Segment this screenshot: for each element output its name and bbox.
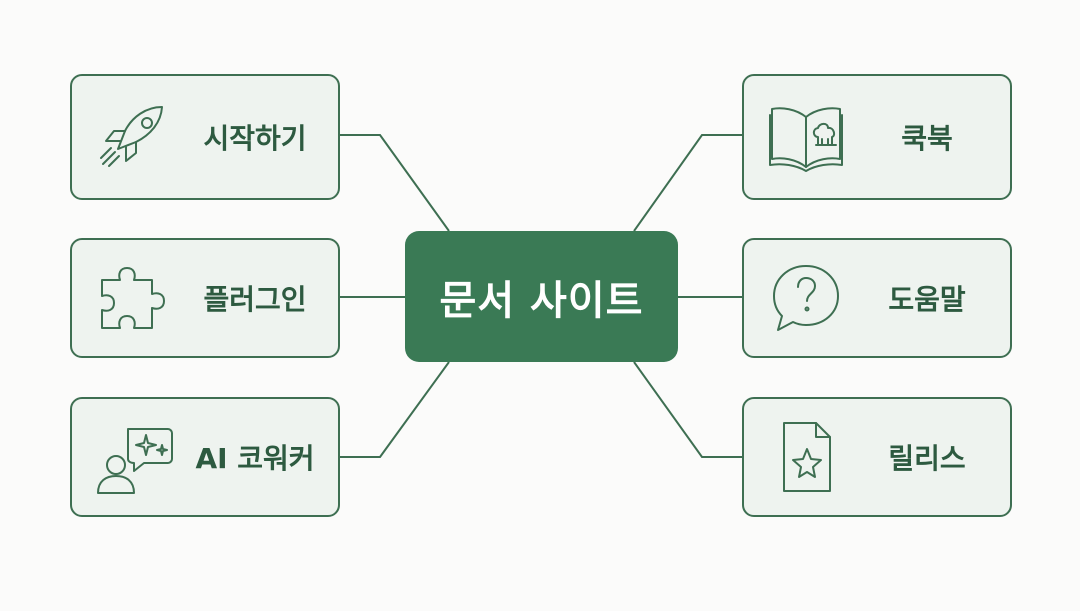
node-label: 쿡북: [901, 122, 953, 155]
connector-ai-coworker: [340, 361, 450, 458]
question-bubble-icon: [766, 258, 846, 338]
center-node[interactable]: 문서 사이트: [405, 231, 678, 362]
center-node-label: 문서 사이트: [439, 277, 644, 324]
connector-releases: [633, 361, 742, 458]
node-label: AI 코워커: [195, 442, 315, 475]
open-book-chef-hat-icon: [766, 97, 846, 177]
node-releases[interactable]: 릴리스: [742, 397, 1012, 517]
node-plugins[interactable]: 플러그인: [70, 238, 340, 358]
node-label: 릴리스: [888, 442, 966, 475]
connector-cookbook: [633, 134, 742, 232]
node-cookbook[interactable]: 쿡북: [742, 74, 1012, 200]
node-help[interactable]: 도움말: [742, 238, 1012, 358]
node-label: 도움말: [888, 283, 966, 316]
connector-getting-started: [340, 134, 450, 232]
puzzle-piece-icon: [94, 258, 174, 338]
node-label: 시작하기: [203, 122, 307, 155]
user-sparkle-chat-icon: [94, 417, 174, 497]
rocket-icon: [94, 97, 174, 177]
document-star-icon: [766, 417, 846, 497]
node-ai-coworker[interactable]: AI 코워커: [70, 397, 340, 517]
node-label: 플러그인: [203, 283, 307, 316]
node-getting-started[interactable]: 시작하기: [70, 74, 340, 200]
